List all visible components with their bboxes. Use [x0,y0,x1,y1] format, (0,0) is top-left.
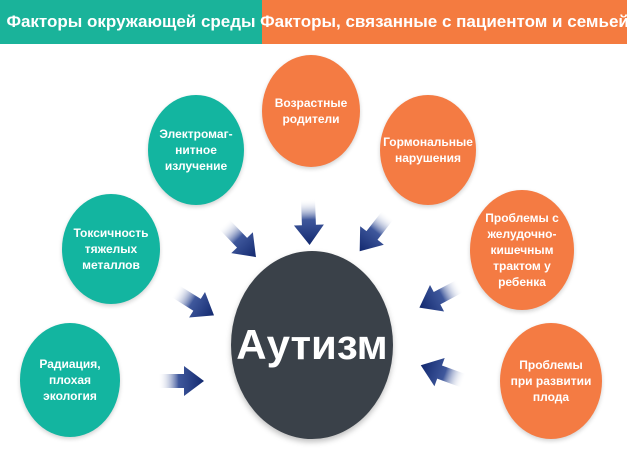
bubble-gastro-problems: Проблемы с желудочно- кишечным трактом у… [470,190,574,310]
bubble-fetal-development: Проблемы при развитии плода [500,323,602,439]
bubble-heavy-metal-toxicity: Токсичность тяжелых металлов [62,194,160,304]
arrow-hormonal [347,205,400,261]
bubble-older-parents: Возрастные родители [262,55,360,167]
bubble-electromagnetic-radiation-label: Электромаг- нитное излучение [159,127,233,173]
arrow-radiation [158,366,204,396]
bubble-hormonal-disorders: Гормональные нарушения [380,95,476,205]
bubble-older-parents-label: Возрастные родители [274,96,348,126]
arrow-older-parents [293,198,325,246]
bubble-hormonal-disorders-label: Гормональные нарушения [383,135,473,165]
arrow-heavy-metals [167,278,222,329]
bubble-radiation-ecology: Радиация, плохая экология [20,323,120,437]
environment-factors-header: Факторы окружающей среды [0,0,262,44]
arrow-electromagnetic [213,213,267,268]
bubble-electromagnetic-radiation: Электромаг- нитное излучение [148,95,244,205]
arrow-gastro [412,272,468,321]
patient-factors-title: Факторы, связанные с пациентом и семьей [260,12,627,31]
autism-center-circle: Аутизм [231,251,393,439]
patient-factors-header: Факторы, связанные с пациентом и семьей [260,0,627,44]
arrow-fetal-development [415,351,470,396]
bubble-radiation-ecology-label: Радиация, плохая экология [39,357,101,403]
autism-label: Аутизм [236,321,388,368]
environment-factors-title: Факторы окружающей среды [6,12,256,31]
bubble-heavy-metal-toxicity-label: Токсичность тяжелых металлов [73,226,149,272]
bubble-gastro-problems-label: Проблемы с желудочно- кишечным трактом у… [485,211,559,289]
bubble-fetal-development-label: Проблемы при развитии плода [510,358,592,404]
